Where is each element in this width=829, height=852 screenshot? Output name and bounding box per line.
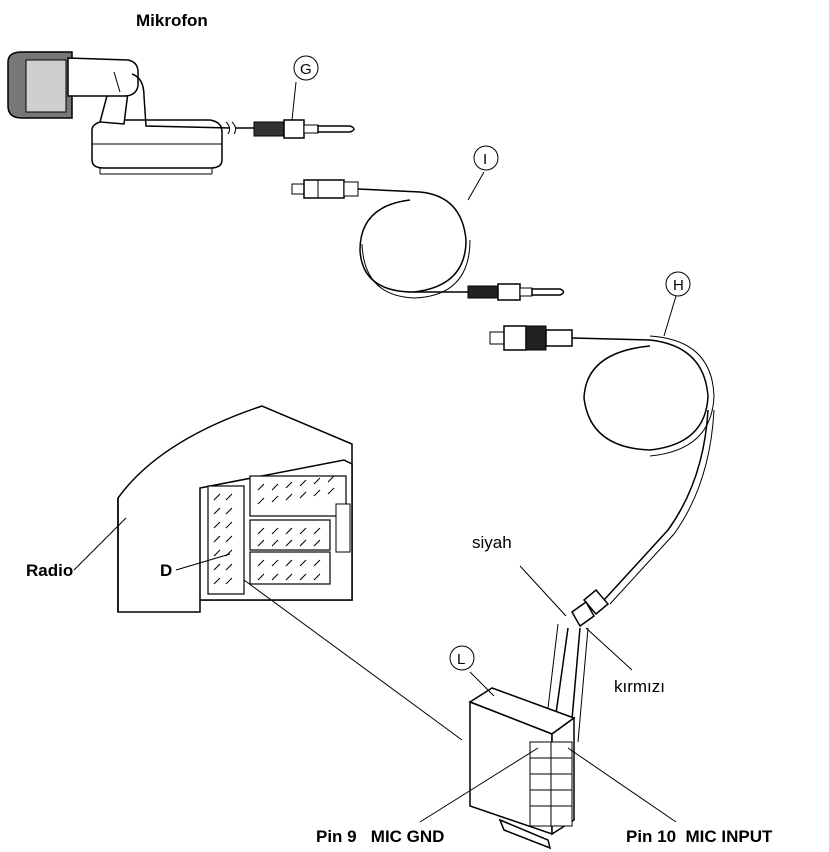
microphone-illustration [7, 51, 355, 175]
microphone-label: Mikrofon [136, 11, 208, 30]
callout-l-letter: L [457, 651, 465, 668]
cable-h [489, 325, 715, 743]
radio-unit [117, 405, 353, 613]
callout-i: I [467, 145, 499, 201]
cable-i [291, 179, 565, 301]
callout-i-letter: I [483, 151, 487, 168]
pin10-label: Pin 10 MIC INPUT [626, 827, 773, 846]
wire-black-label: siyah [472, 533, 512, 552]
connector-d-label: D [160, 561, 172, 580]
adapter-l [468, 687, 576, 850]
callout-g: G [291, 55, 319, 121]
connection-line [243, 579, 463, 741]
wire-red-label: kırmızı [614, 677, 665, 696]
callout-l: L [449, 645, 495, 697]
callout-h: H [663, 271, 691, 337]
callout-h-letter: H [673, 277, 684, 294]
radio-label: Radio [26, 561, 73, 580]
pin9-label: Pin 9 MIC GND [316, 827, 444, 846]
callout-g-letter: G [300, 61, 312, 78]
